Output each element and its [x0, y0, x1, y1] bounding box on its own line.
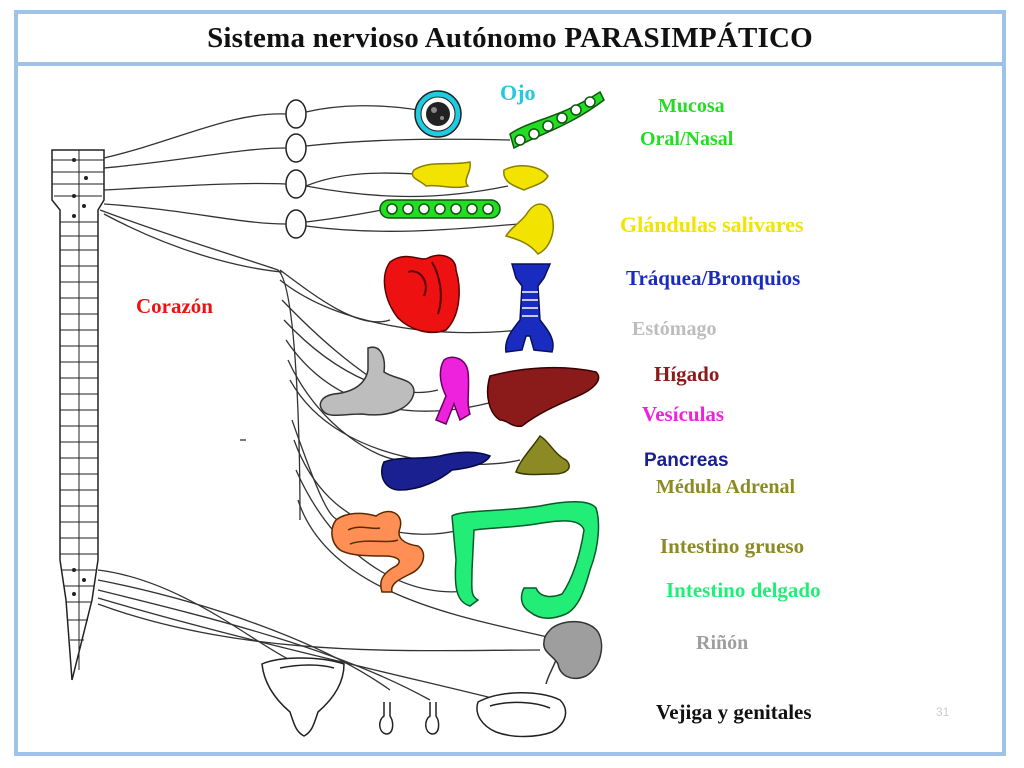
salivary-glands-organ [411, 161, 554, 255]
label-vesiculas: Vesículas [642, 402, 725, 426]
trachea-organ [504, 263, 554, 353]
label-mucosa-line2: Oral/Nasal [640, 128, 734, 150]
pancreas-organ [380, 451, 492, 491]
heart-organ [383, 254, 460, 334]
label-ojo: Ojo [500, 80, 536, 105]
label-intestino-grueso: Intestino grueso [660, 534, 805, 558]
slide-number: 31 [936, 705, 950, 719]
label-higado: Hígado [654, 362, 720, 386]
label-estomago: Estómago [632, 318, 717, 340]
label-rinon: Riñón [696, 632, 749, 654]
label-corazon: Corazón [136, 294, 213, 318]
label-traquea: Tráquea/Bronquios [626, 266, 801, 290]
spinal-cord [51, 149, 105, 681]
label-mucosa-line1: Mucosa [658, 95, 725, 117]
bladder-genitals-organ [261, 657, 567, 738]
cranial-ganglia [285, 99, 307, 239]
mucosa-organ [379, 90, 605, 219]
title-bar: Sistema nervioso Autónomo PARASIMPÁTICO [18, 14, 1002, 66]
large-intestine-organ [451, 501, 600, 619]
label-glandulas: Glándulas salivares [620, 212, 804, 237]
stomach-organ [319, 346, 415, 417]
label-medula-adrenal: Médula Adrenal [656, 476, 796, 498]
eye-organ [414, 90, 462, 138]
page-title: Sistema nervioso Autónomo PARASIMPÁTICO [207, 21, 813, 54]
label-vejiga-genitales: Vejiga y genitales [656, 700, 812, 724]
liver-organ [486, 366, 600, 428]
adrenal-organ [515, 435, 570, 476]
label-pancreas: Pancreas [644, 450, 729, 471]
label-intestino-delgado: Intestino delgado [666, 578, 821, 602]
small-intestine-organ [331, 510, 425, 593]
gallbladder-organ [435, 356, 471, 425]
kidney-organ [543, 620, 603, 685]
